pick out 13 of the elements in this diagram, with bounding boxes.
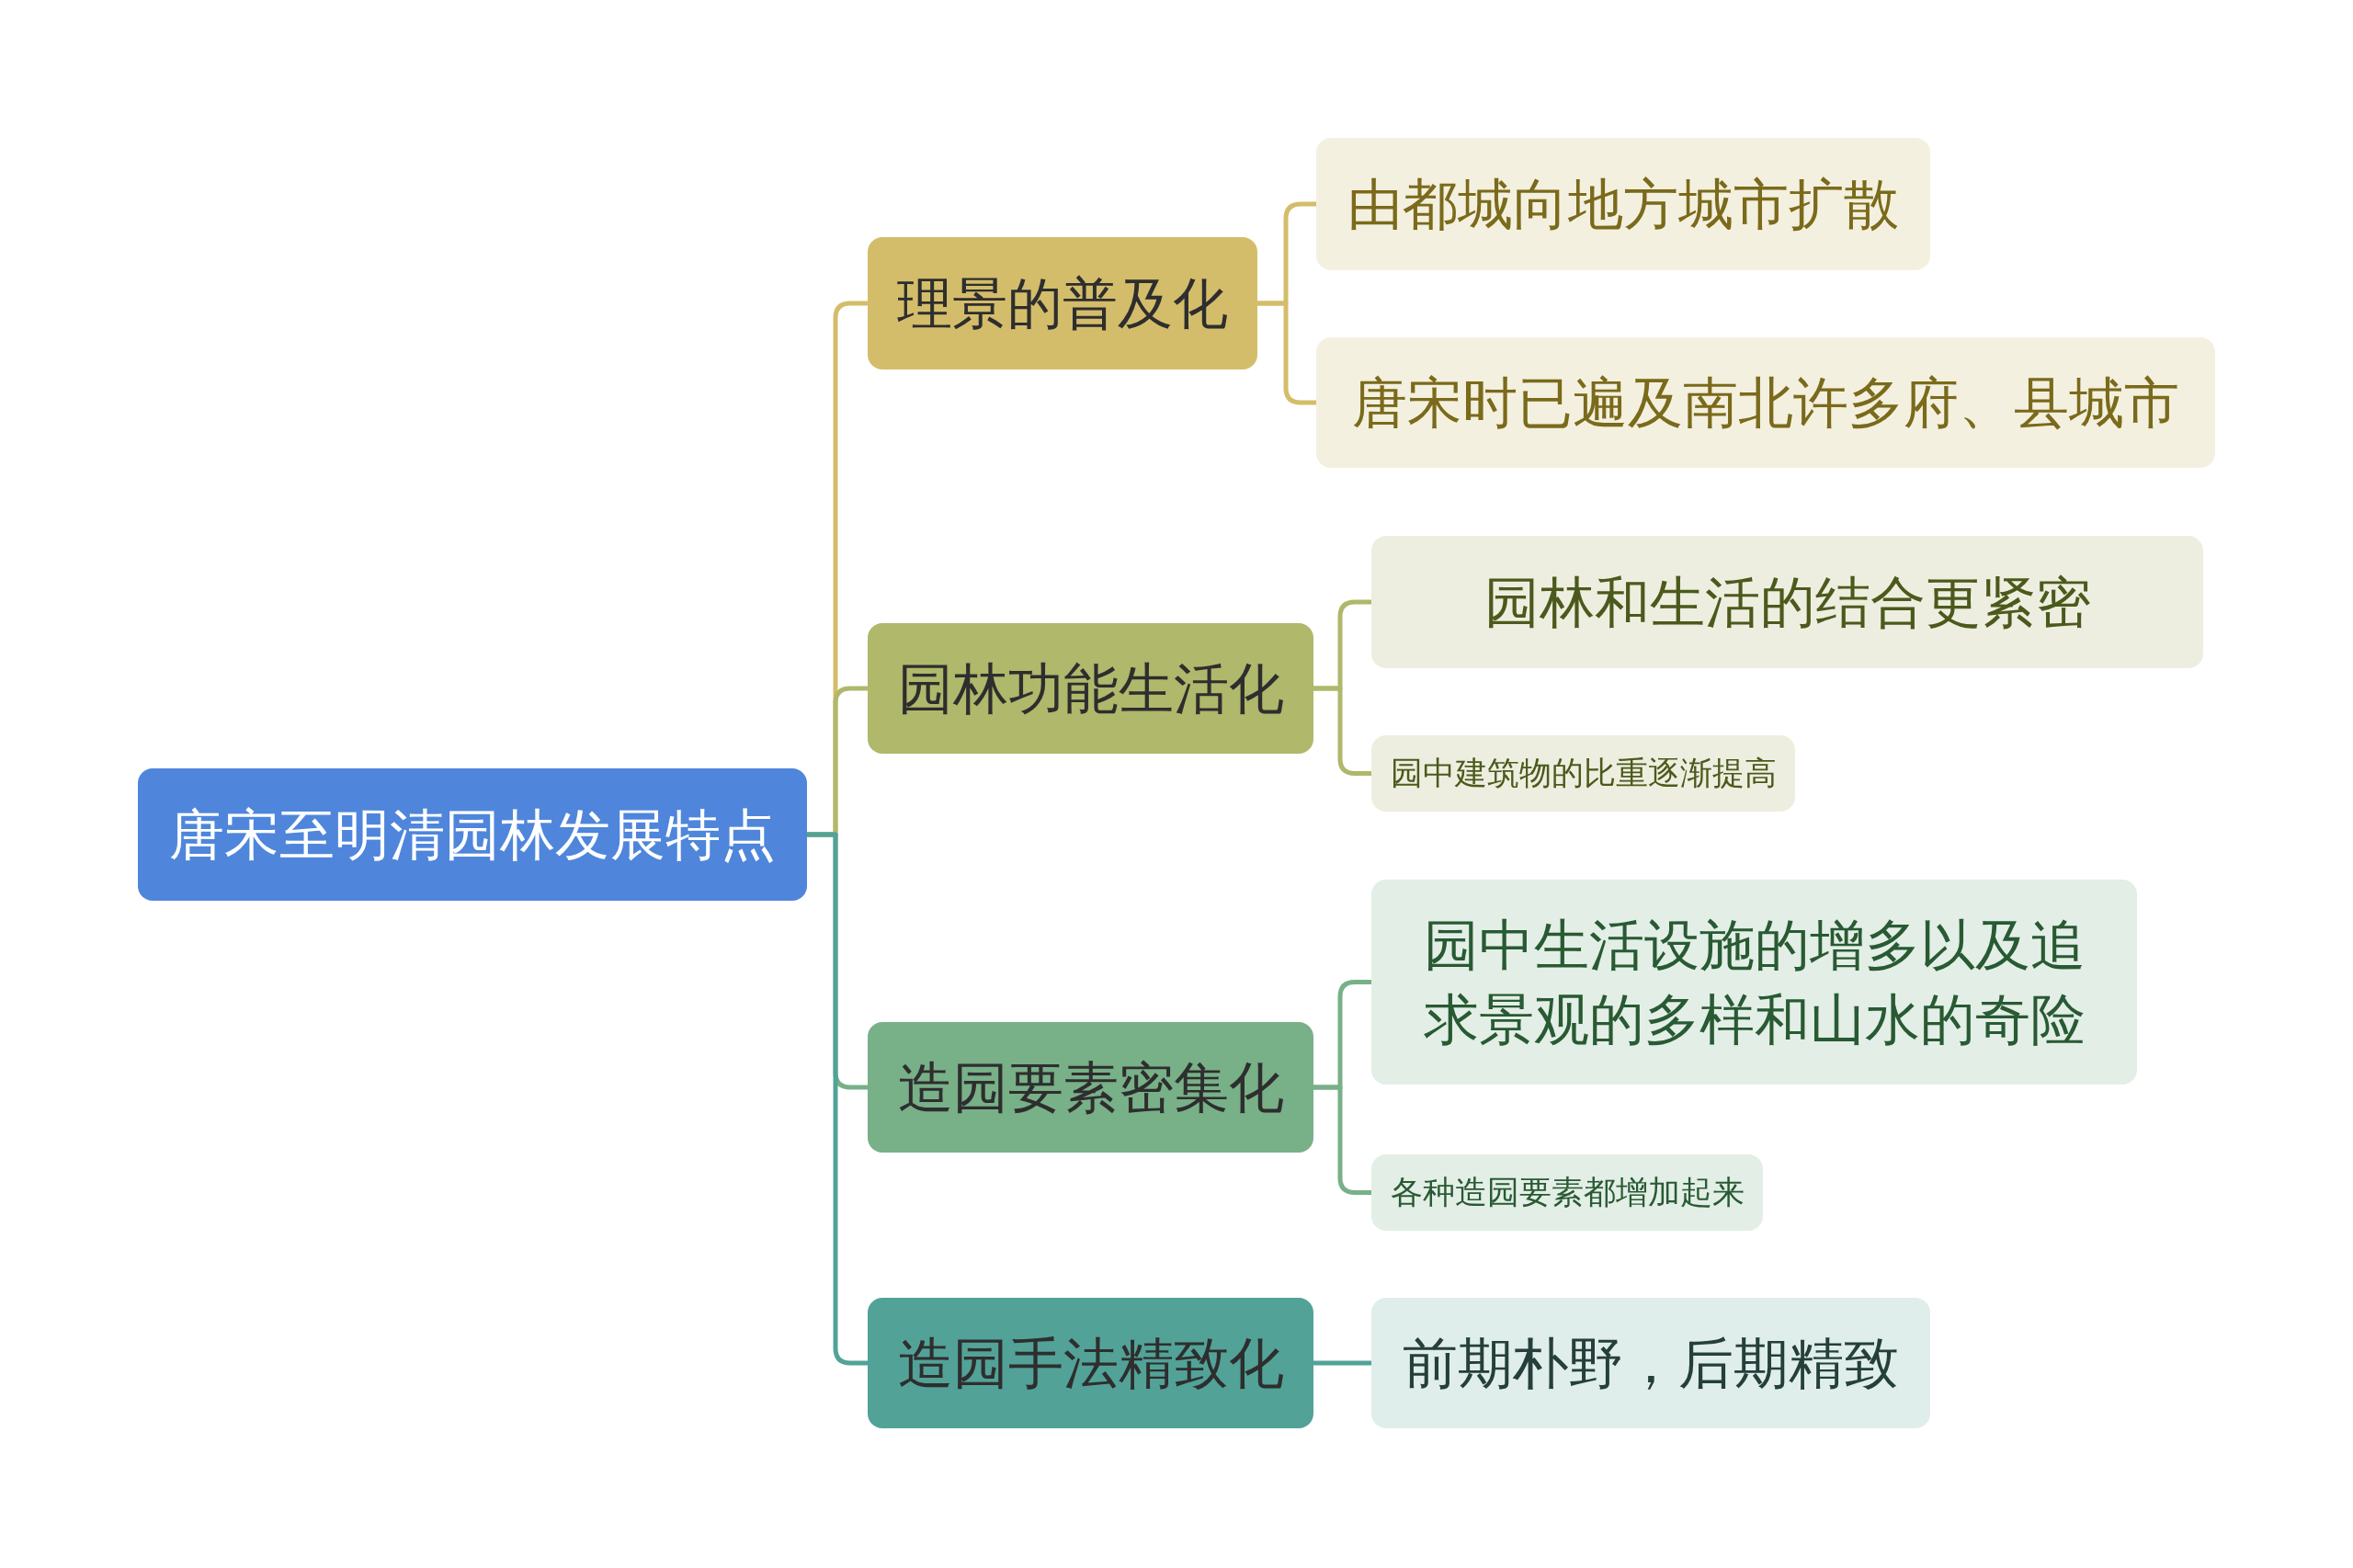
topic-box: 园林功能生活化 bbox=[868, 623, 1313, 754]
topic-box: 造园手法精致化 bbox=[868, 1298, 1313, 1428]
subtopic-box: 园林和生活的结合更紧密 bbox=[1371, 536, 2203, 668]
subtopic-box: 由都城向地方城市扩散 bbox=[1316, 138, 1930, 270]
subtopic-box: 各种造园要素都增加起来 bbox=[1371, 1154, 1763, 1231]
central-topic: 唐宋至明清园林发展特点 bbox=[138, 768, 807, 901]
subtopic-box: 园中生活设施的增多以及追求景观的多样和山水的奇险 bbox=[1371, 880, 2137, 1085]
topic-box: 造园要素密集化 bbox=[868, 1022, 1313, 1153]
connector-line bbox=[1313, 1360, 1371, 1366]
subtopic-box: 唐宋时已遍及南北许多府、县城市 bbox=[1316, 337, 2215, 468]
subtopic-box: 园中建筑物的比重逐渐提高 bbox=[1371, 735, 1795, 812]
topic-box: 理景的普及化 bbox=[868, 237, 1257, 369]
subtopic-box: 前期朴野，后期精致 bbox=[1371, 1298, 1930, 1428]
